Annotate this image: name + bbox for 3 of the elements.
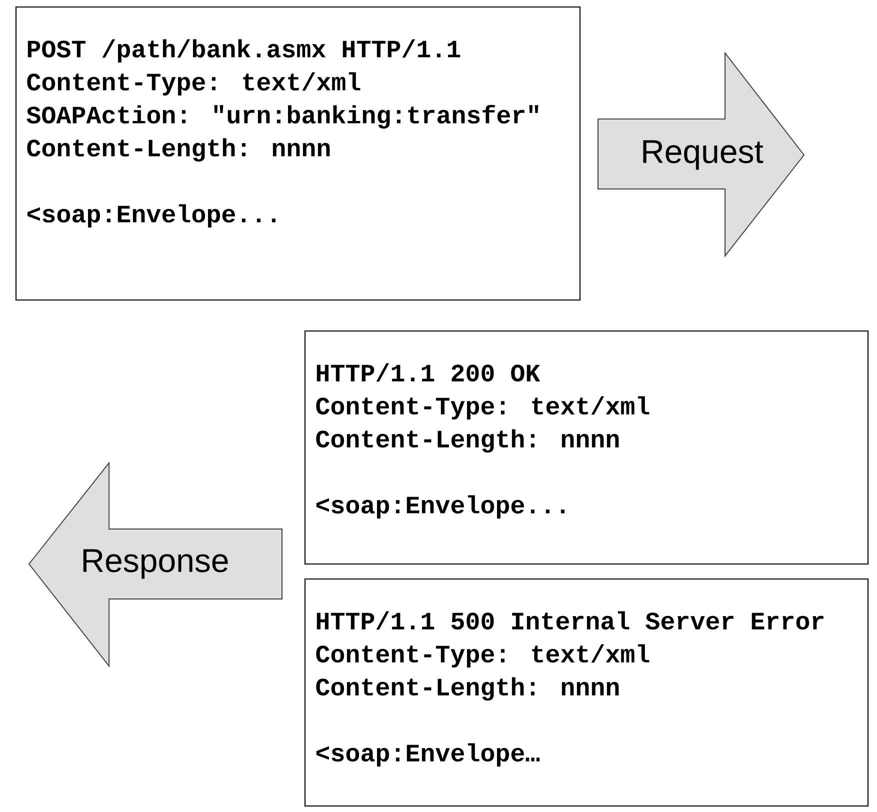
message-box: HTTP/1.1 200 OK Content-Type: text/xml Content-Length: nnnn <soap:Envelope... [304,330,869,565]
message-box: HTTP/1.1 500 Internal Server Error Content-Type: text/xml Content-Length: nnnn <soap:Envelope… [304,578,869,807]
message-box: POST /path/bank.asmx HTTP/1.1 Content-Type: text/xml SOAPAction: "urn:banking:transfer" Content-Length: nnnn <soap:Envelope... [15,6,581,301]
